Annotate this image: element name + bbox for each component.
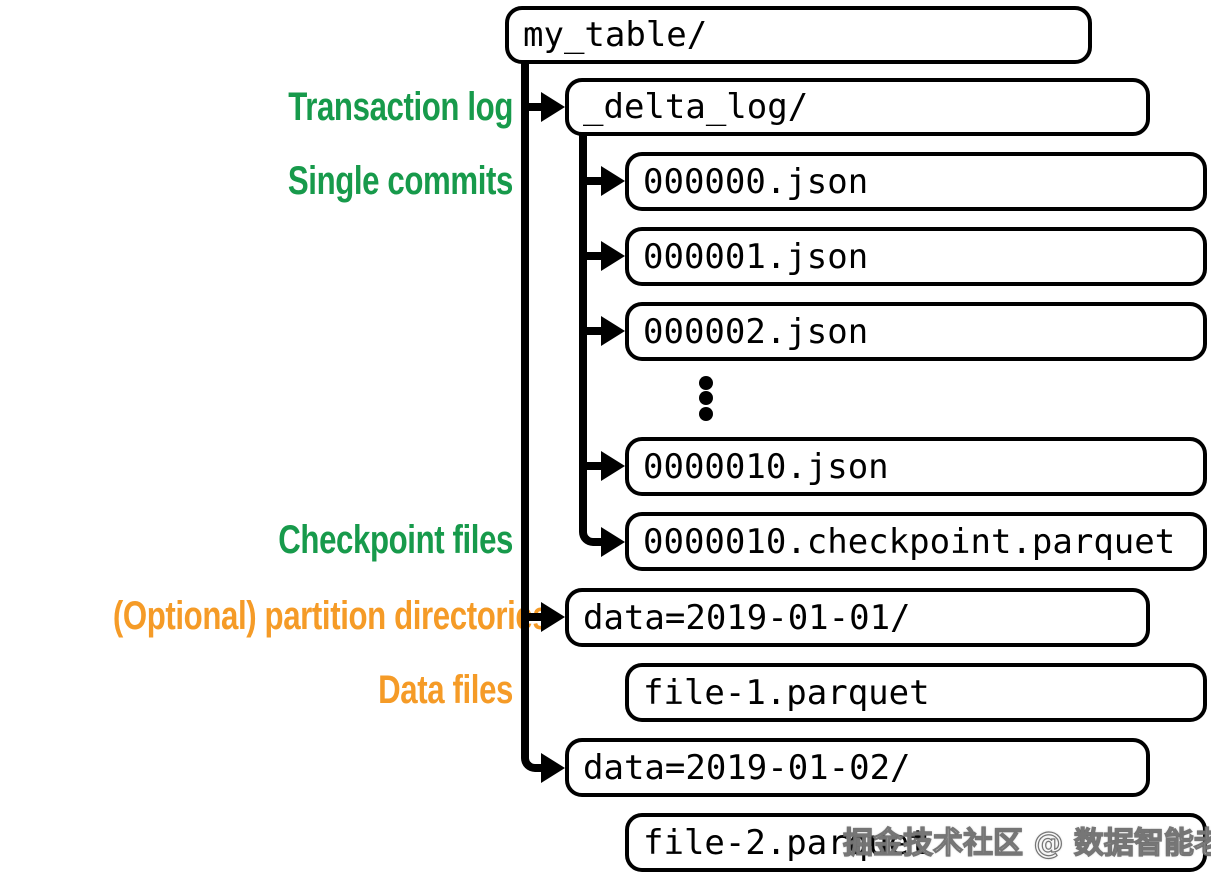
label-checkpoint-files: Checkpoint files bbox=[278, 518, 513, 562]
arrowhead-icon bbox=[601, 316, 625, 346]
node-json-10: 0000010.json bbox=[625, 437, 1207, 496]
arrowhead-icon bbox=[601, 451, 625, 481]
node-partition-1: data=2019-01-01/ bbox=[565, 588, 1150, 647]
node-file-2: file-2.parquet bbox=[625, 813, 1207, 872]
arrowhead-icon bbox=[541, 753, 565, 783]
label-data-files: Data files bbox=[378, 668, 513, 712]
branch-line-json-1 bbox=[582, 252, 604, 260]
branch-line-json-2 bbox=[582, 327, 604, 335]
branch-line-delta-log bbox=[524, 103, 544, 111]
node-partition-2: data=2019-01-02/ bbox=[565, 738, 1150, 797]
tree-connector-main-elbow bbox=[521, 744, 549, 772]
watermark: 掘金技术社区 @ 数据智能老司机 bbox=[842, 825, 1211, 861]
arrowhead-icon bbox=[601, 527, 625, 557]
node-delta-log: _delta_log/ bbox=[565, 78, 1150, 136]
label-single-commits: Single commits bbox=[287, 159, 514, 203]
ellipsis-dot bbox=[699, 376, 713, 390]
branch-line-json-0 bbox=[582, 177, 604, 185]
node-json-1: 000001.json bbox=[625, 227, 1207, 286]
node-checkpoint: 0000010.checkpoint.parquet bbox=[625, 512, 1207, 571]
arrowhead-icon bbox=[541, 602, 565, 632]
node-json-2: 000002.json bbox=[625, 302, 1207, 361]
label-transaction-log: Transaction log bbox=[288, 85, 513, 129]
node-my-table: my_table/ bbox=[505, 6, 1092, 64]
branch-line-partition-1 bbox=[524, 613, 544, 621]
ellipsis-dot bbox=[699, 391, 713, 405]
tree-connector-log-elbow bbox=[579, 513, 607, 546]
arrowhead-icon bbox=[541, 92, 565, 122]
tree-connector-main-trunk bbox=[521, 62, 529, 744]
branch-line-json-10 bbox=[582, 462, 604, 470]
label-partition-directories: (Optional) partition directories bbox=[112, 594, 550, 638]
arrowhead-icon bbox=[601, 241, 625, 271]
ellipsis-dot bbox=[699, 407, 713, 421]
arrowhead-icon bbox=[601, 166, 625, 196]
node-file-1: file-1.parquet bbox=[625, 663, 1207, 722]
tree-connector-log-trunk bbox=[579, 134, 587, 513]
node-json-0: 000000.json bbox=[625, 152, 1207, 211]
